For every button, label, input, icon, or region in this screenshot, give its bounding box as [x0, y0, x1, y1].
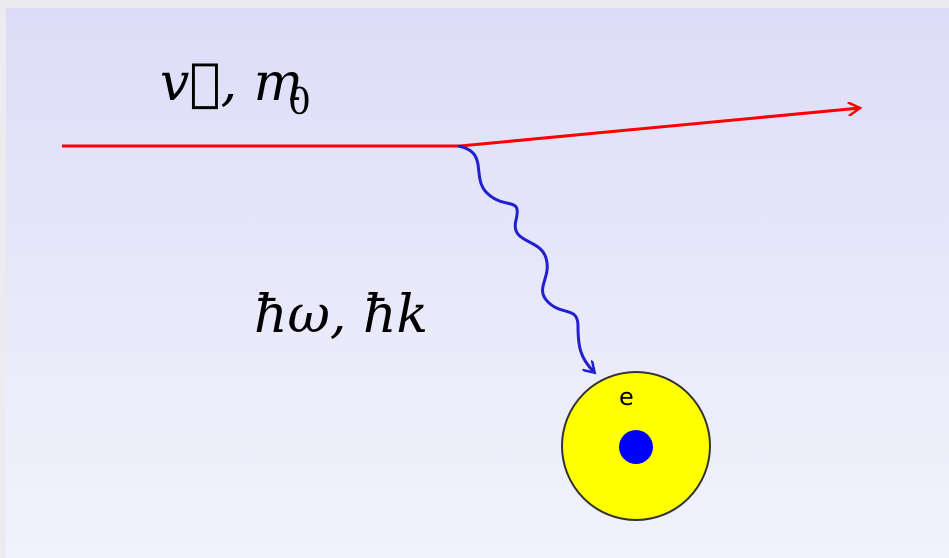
photon-wave-arrow — [458, 146, 594, 372]
electron-dot — [619, 430, 653, 464]
electron-label: e — [619, 383, 634, 411]
incident-label: v⃗, m — [160, 53, 303, 113]
photon-label: ħω, ħk — [254, 285, 428, 345]
incident-label-subscript: 0 — [288, 82, 311, 123]
scattered-particle-arrow — [460, 108, 860, 146]
incident-label-main: v⃗, m — [160, 53, 303, 113]
